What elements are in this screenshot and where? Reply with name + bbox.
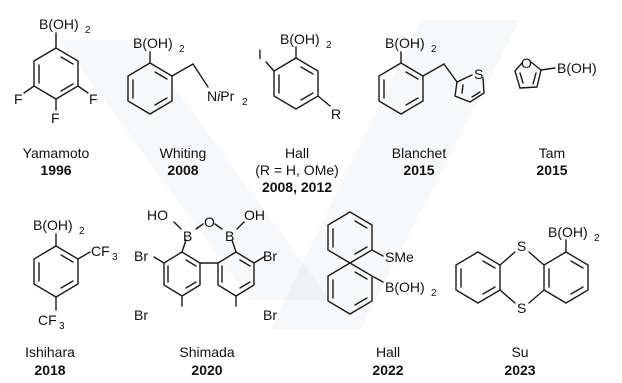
- fluorine-label: F: [51, 110, 60, 126]
- year-label: 1996: [40, 162, 71, 178]
- iodine-label: I: [258, 46, 262, 62]
- boron-label: B: [183, 228, 192, 244]
- bromine-label: Br: [134, 307, 148, 323]
- amine-label: NiPr: [207, 88, 235, 104]
- svg-text:3: 3: [59, 321, 65, 332]
- boron-label: B(OH): [385, 35, 425, 51]
- year-label: 2022: [372, 362, 403, 378]
- boron-label: B: [225, 228, 234, 244]
- boron-label: B(OH): [39, 16, 79, 32]
- boron-label: B(OH): [548, 224, 588, 240]
- compound-hall-iodo: B(OH) 2 I R Hall (R = H, OMe) 2008, 2012: [255, 31, 341, 195]
- compound-blanchet: B(OH) 2 S Blanchet 2015: [378, 35, 485, 178]
- boron-label: B(OH): [133, 35, 173, 51]
- author-name: Hall: [285, 145, 309, 161]
- svg-text:3: 3: [112, 252, 118, 263]
- sulfur-label: S: [474, 66, 483, 82]
- cf3-label: CF: [91, 243, 110, 259]
- svg-text:2: 2: [85, 25, 91, 36]
- author-name: Su: [511, 344, 528, 360]
- author-name: Yamamoto: [23, 145, 90, 161]
- boron-label: B(OH): [557, 60, 597, 76]
- compound-ishihara: B(OH) 2 CF 3 CF 3 Ishihara 2018: [25, 217, 118, 378]
- compound-tam: O B(OH) Tam 2015: [514, 55, 597, 178]
- sulfur-label: S: [517, 238, 526, 254]
- year-label: 2020: [191, 362, 222, 378]
- svg-text:2: 2: [179, 44, 185, 55]
- fluorine-label: F: [89, 91, 98, 107]
- cf3-label: CF: [38, 312, 57, 328]
- year-label: 2023: [504, 362, 535, 378]
- boron-label: B(OH): [280, 31, 320, 47]
- bromine-label: Br: [263, 307, 277, 323]
- bromine-label: Br: [263, 248, 277, 264]
- substituent-note: (R = H, OMe): [255, 162, 339, 178]
- author-name: Hall: [376, 344, 400, 360]
- compound-yamamoto: B(OH) 2 F F F Yamamoto 1996: [14, 16, 98, 178]
- year-label: 2015: [536, 162, 567, 178]
- compound-shimada: HO B O B OH Br Br Br Br Shimada 2020: [134, 207, 277, 378]
- compound-whiting: B(OH) 2 NiPr 2 Whiting 2008: [127, 35, 248, 178]
- svg-text:2: 2: [594, 233, 600, 244]
- hydroxyl-label: HO: [147, 207, 168, 223]
- author-name: Blanchet: [392, 145, 447, 161]
- year-label: 2008: [167, 162, 198, 178]
- boron-label: B(OH): [33, 217, 73, 233]
- bromine-label: Br: [134, 248, 148, 264]
- hydroxyl-label: OH: [244, 207, 265, 223]
- svg-text:2: 2: [326, 40, 332, 51]
- sme-label: SMe: [385, 249, 414, 265]
- svg-text:2: 2: [431, 288, 437, 299]
- compound-su: S S B(OH) 2 Su 2023: [455, 224, 600, 378]
- author-name: Tam: [539, 145, 565, 161]
- year-label: 2018: [34, 362, 65, 378]
- author-name: Ishihara: [25, 344, 75, 360]
- year-label: 2008, 2012: [262, 179, 332, 195]
- fluorine-label: F: [14, 91, 23, 107]
- svg-text:2: 2: [79, 226, 85, 237]
- svg-text:2: 2: [431, 44, 437, 55]
- compound-hall-biaryl: SMe B(OH) 2 Hall 2022: [327, 211, 437, 378]
- oxygen-label: O: [521, 55, 532, 71]
- r-group-label: R: [331, 106, 341, 122]
- oxygen-label: O: [204, 214, 215, 230]
- author-name: Shimada: [179, 344, 234, 360]
- svg-text:2: 2: [242, 97, 248, 108]
- boron-label: B(OH): [385, 279, 425, 295]
- year-label: 2015: [403, 162, 434, 178]
- sulfur-label: S: [517, 300, 526, 316]
- author-name: Whiting: [160, 145, 207, 161]
